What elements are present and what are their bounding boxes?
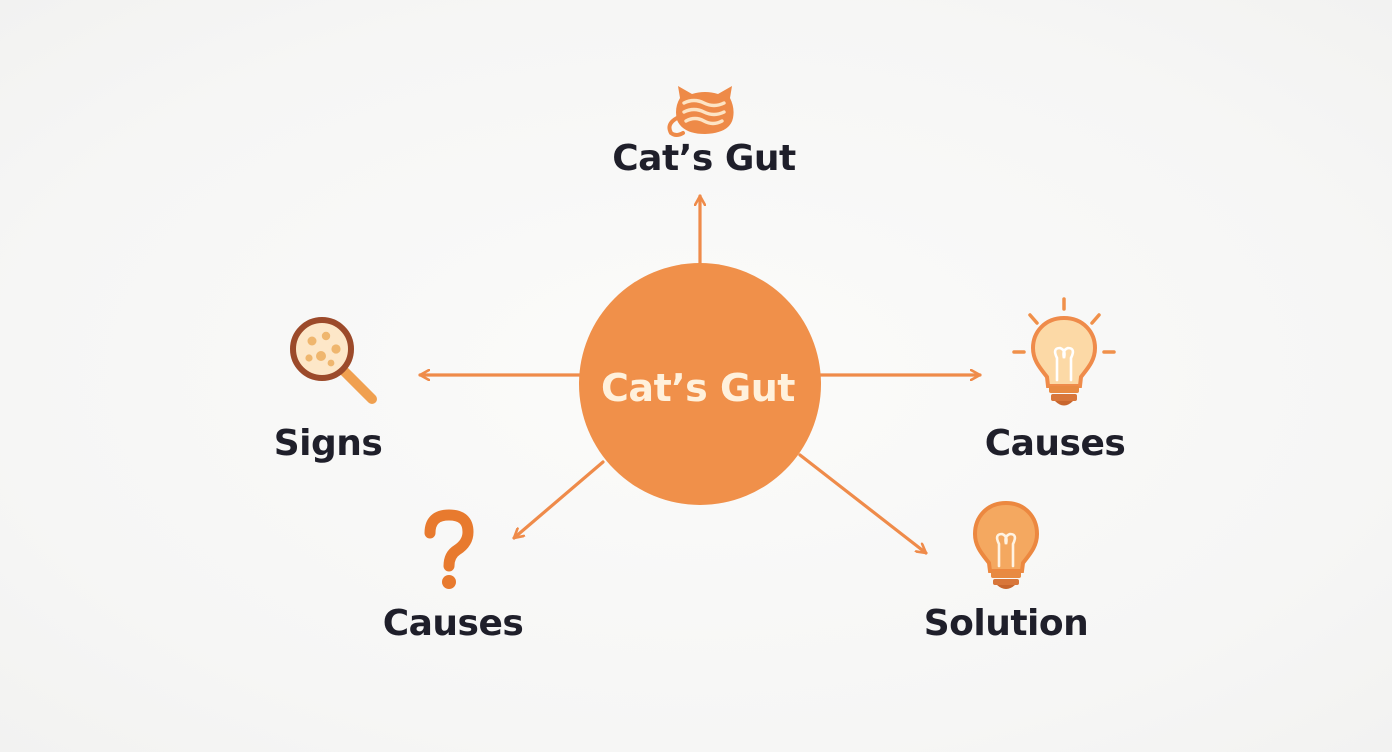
- node-label-left: Signs: [274, 423, 383, 464]
- node-label-top: Cat’s Gut: [612, 138, 796, 179]
- arrow-to-bottom-left: [512, 460, 605, 540]
- connectors: [418, 194, 982, 555]
- magnifier-icon: [290, 317, 377, 404]
- question-mark-icon: [424, 509, 474, 589]
- center-circle: [579, 263, 821, 505]
- lightbulb-icon: [972, 500, 1040, 589]
- node-label-right: Causes: [985, 423, 1126, 464]
- cat-gut-icon: [667, 86, 734, 137]
- node-label-bottom-right: Solution: [924, 603, 1089, 644]
- node-label-bottom-left: Causes: [383, 603, 524, 644]
- lightbulb-icon: [1012, 297, 1116, 406]
- arrow-to-bottom-right: [798, 453, 928, 555]
- center-node: Cat’s Gut: [579, 263, 821, 505]
- center-label: Cat’s Gut: [601, 366, 795, 410]
